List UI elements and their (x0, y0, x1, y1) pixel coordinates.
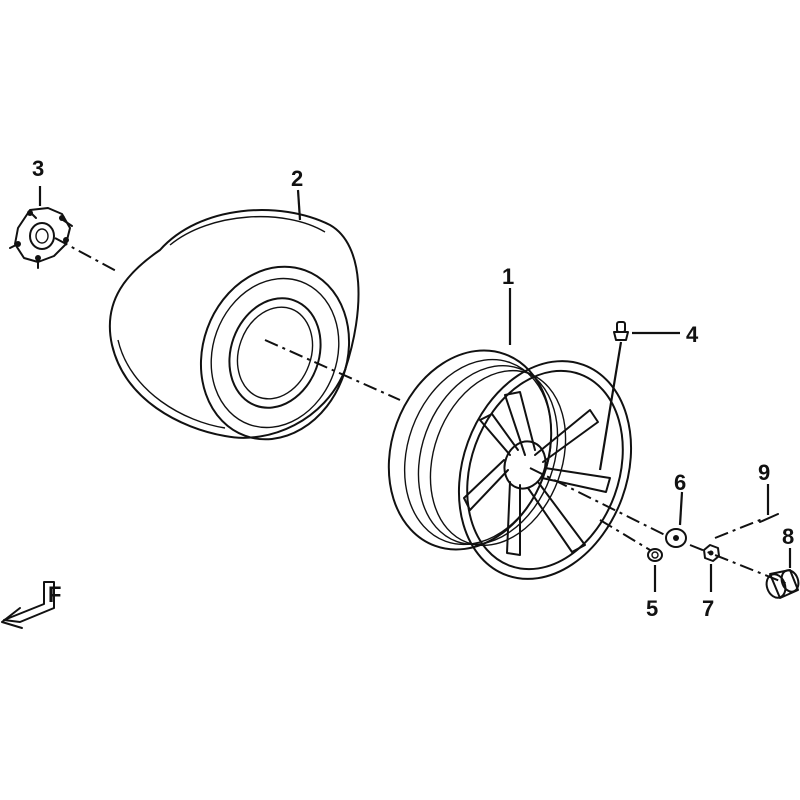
center-lines (54, 237, 791, 586)
callout-labels: 1 2 3 4 5 6 7 8 9 (32, 156, 794, 621)
callout-rim: 1 (502, 264, 514, 289)
cotter-pin-part (759, 513, 779, 523)
front-marker-letter: F (48, 582, 61, 607)
tire-part (108, 209, 360, 441)
cap-part (765, 569, 800, 599)
callout-tire: 2 (291, 166, 303, 191)
callout-nut: 7 (702, 596, 714, 621)
callout-valve: 4 (686, 322, 699, 347)
leader-lines (38, 186, 792, 592)
small-washer-part (647, 548, 663, 562)
callout-washer: 6 (674, 470, 686, 495)
callout-hub: 3 (32, 156, 44, 181)
valve-part (613, 321, 629, 341)
callout-cotter-pin: 9 (758, 460, 770, 485)
callout-washer-small: 5 (646, 596, 658, 621)
nut-part (703, 544, 720, 562)
hub-part (9, 207, 73, 269)
rim-spokes (463, 391, 611, 556)
rim-part (387, 349, 633, 580)
front-arrow-icon: F (1, 581, 61, 629)
washer-part (665, 528, 687, 548)
callout-cap: 8 (782, 524, 794, 549)
